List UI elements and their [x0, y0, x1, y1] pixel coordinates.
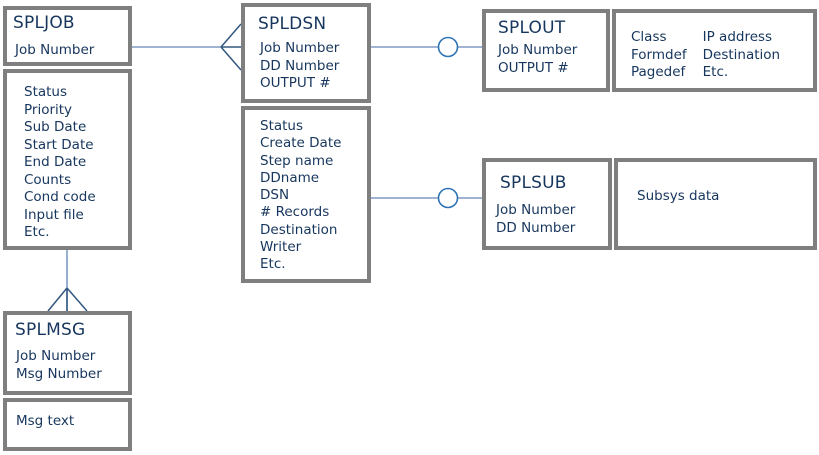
field-label: OUTPUT # [260, 75, 331, 91]
field-label: Create Date [260, 135, 342, 152]
field-label: # Records [260, 204, 330, 221]
field-label: Job Number [15, 42, 95, 58]
field-label: IP address [702, 29, 773, 45]
field-label: Etc. [702, 64, 729, 80]
field-label: Destination [702, 46, 781, 63]
field-label: Input file [24, 206, 84, 223]
field-label: Status [24, 84, 68, 100]
entity-splsub-title: SPLSUB [500, 173, 567, 193]
entity-splsub-attributes: Subsys data [614, 158, 817, 250]
entity-splout-title: SPLOUT [498, 18, 566, 38]
field-label: Msg Number [16, 365, 102, 382]
field-label: Class [631, 29, 667, 45]
crows-foot-many-icon [47, 287, 88, 312]
field-label: Job Number [496, 202, 576, 218]
entity-spljob-header: SPLJOB Job Number [3, 6, 132, 66]
field-label: Job Number [260, 40, 340, 56]
field-label: Formdef [631, 46, 687, 63]
field-label: DSN [260, 187, 290, 204]
entity-splsub-fields: Subsys data [618, 162, 813, 206]
field-label: Etc. [260, 256, 286, 273]
entity-splmsg-fields: Msg text [7, 402, 128, 431]
field-label: Pagedef [631, 64, 686, 80]
entity-spldsn-title: SPLDSN [258, 14, 327, 34]
field-label: Subsys data [637, 188, 720, 204]
field-label: DD Number [496, 219, 576, 236]
optional-circle-icon [437, 187, 459, 209]
field-label: Status [260, 118, 304, 134]
field-label: Job Number [16, 348, 96, 364]
entity-splmsg-attributes: Msg text [3, 398, 132, 451]
field-label: Counts [24, 171, 72, 188]
field-label: Etc. [24, 224, 50, 240]
field-label: Cond code [24, 189, 96, 205]
field-label: DDname [260, 169, 320, 186]
crows-foot-many-icon [220, 23, 242, 71]
field-label: DD Number [260, 57, 340, 74]
field-label: Start Date [24, 136, 94, 153]
entity-splmsg-title: SPLMSG [15, 320, 86, 340]
field-label: Priority [24, 101, 73, 118]
optional-circle-icon [437, 36, 459, 58]
entity-spljob-title: SPLJOB [13, 13, 75, 33]
field-label: Step name [260, 152, 334, 169]
field-label: Writer [260, 239, 302, 256]
field-label: Job Number [498, 42, 578, 58]
field-label: Sub Date [24, 119, 87, 135]
field-label: Msg text [16, 413, 75, 429]
field-label: End Date [24, 154, 87, 170]
field-label: Destination [260, 221, 338, 238]
entity-spljob-keys: Job Number [7, 33, 128, 60]
field-label: OUTPUT # [498, 59, 569, 76]
